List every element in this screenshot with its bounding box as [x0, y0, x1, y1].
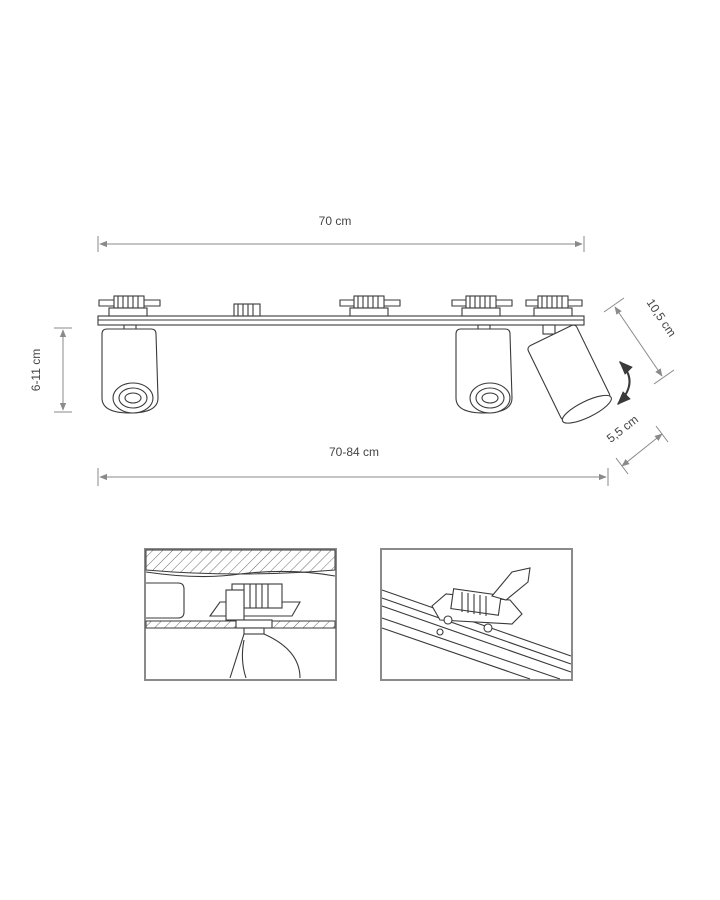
- spot-diameter-dimension: 5,5 cm: [604, 412, 669, 475]
- mounting-clip: [525, 295, 583, 317]
- spotlight-3-tilted: [527, 324, 612, 424]
- curved-double-arrow-icon: [617, 361, 633, 405]
- mounting-clip: [451, 295, 513, 317]
- height-dimension: 6-11 cm: [29, 327, 72, 413]
- top-width-label: 70 cm: [319, 214, 352, 228]
- top-width-dimension: 70 cm: [97, 214, 585, 252]
- spotlight-2: [455, 324, 513, 414]
- spot-diameter-label: 5,5 cm: [604, 412, 641, 445]
- connector-block: [233, 303, 261, 317]
- ceiling-mount-inset: [144, 548, 337, 681]
- track-clip-inset: [380, 548, 573, 681]
- bottom-width-dimension: 70-84 cm: [97, 445, 609, 486]
- bottom-width-label: 70-84 cm: [329, 445, 379, 459]
- spot-length-label: 10,5 cm: [644, 296, 679, 339]
- mounting-clip: [98, 295, 161, 317]
- spotlight-1: [101, 324, 159, 414]
- mounting-clip: [339, 295, 401, 317]
- track-rail: [97, 315, 585, 326]
- height-label: 6-11 cm: [29, 349, 43, 391]
- spot-length-dimension: 10,5 cm: [603, 296, 679, 385]
